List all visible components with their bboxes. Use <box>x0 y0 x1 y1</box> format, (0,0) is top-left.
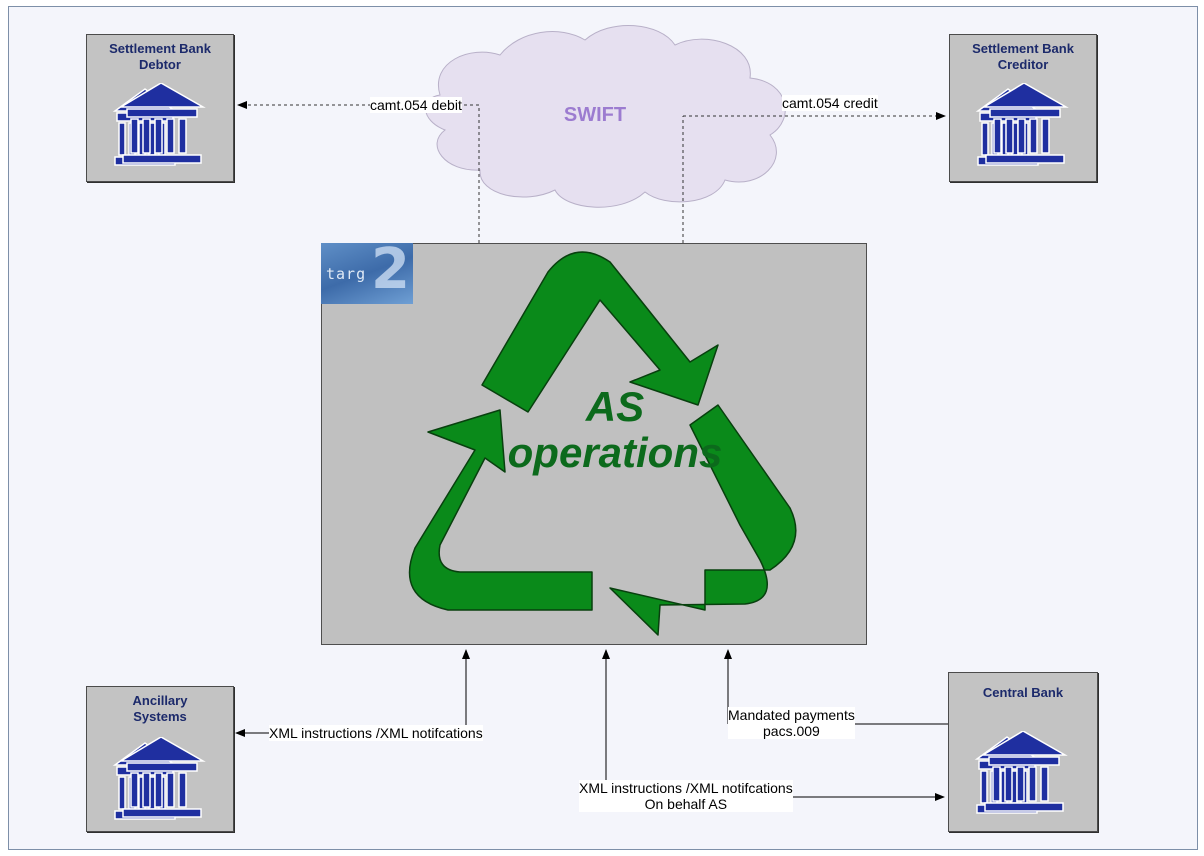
core-title: AS operations <box>507 383 723 476</box>
target2-logo: targ 2 <box>321 243 413 304</box>
settlement-bank-debtor-node[interactable]: Settlement Bank Debtor <box>86 34 234 182</box>
settlement-bank-creditor-node[interactable]: Settlement Bank Creditor <box>949 34 1097 182</box>
camt054-credit-label: camt.054 credit <box>782 95 878 111</box>
camt054-debit-label: camt.054 debit <box>370 97 462 113</box>
recycle-arrow-left <box>408 409 593 611</box>
target2-logo-number: 2 <box>371 243 410 302</box>
credit-connector <box>682 112 946 243</box>
bank-icon <box>975 83 1069 166</box>
central-bank-node[interactable]: Central Bank <box>948 672 1098 832</box>
bank-icon <box>974 731 1068 814</box>
node-title: Ancillary Systems <box>132 693 188 724</box>
recycle-arrow-top <box>481 251 719 413</box>
bank-icon <box>112 83 206 166</box>
node-title: Settlement Bank Creditor <box>972 41 1074 72</box>
bank-icon <box>112 737 206 820</box>
ancillary-systems-node[interactable]: Ancillary Systems <box>86 686 234 832</box>
debit-connector <box>237 101 480 243</box>
on-behalf-as-label: XML instructions /XML notifcations On be… <box>579 780 793 812</box>
node-title: Settlement Bank Debtor <box>109 41 211 72</box>
mandated-payments-label: Mandated payments pacs.009 <box>728 707 855 739</box>
swift-label: SWIFT <box>563 104 627 126</box>
swift-cloud <box>425 24 786 208</box>
recycle-arrow-right <box>609 404 797 636</box>
as-xml-messages-label: XML instructions /XML notifcations <box>269 725 483 741</box>
node-title: Central Bank <box>982 685 1064 700</box>
target2-logo-text: targ <box>326 265 367 283</box>
